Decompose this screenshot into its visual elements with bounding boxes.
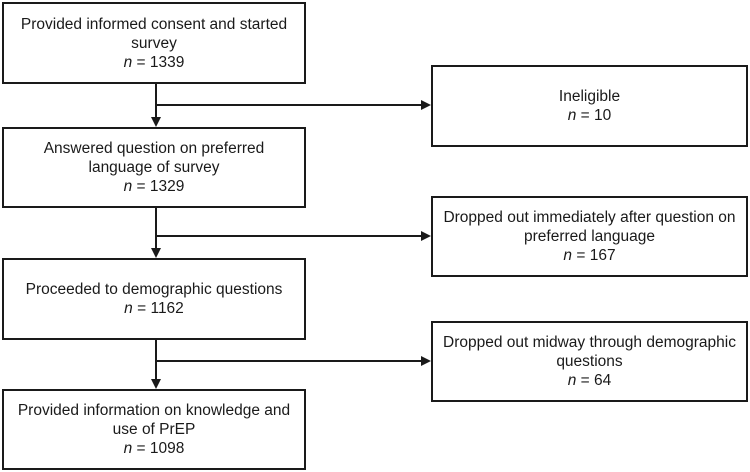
- flow-box-demographic: Proceeded to demographic questions n = 1…: [2, 258, 306, 340]
- exclusion-box-label: Dropped out midway through demographic q…: [443, 334, 736, 370]
- flow-box-count: n = 1162: [124, 300, 184, 317]
- flow-box-label: Provided information on knowledge and us…: [17, 402, 291, 438]
- exclusion-box-count: n = 64: [567, 372, 612, 389]
- flow-box-count: n = 1339: [123, 53, 185, 71]
- exclusion-box-dropped-demographic: Dropped out midway through demographic q…: [431, 321, 748, 402]
- exclusion-box-count: n = 10: [567, 107, 612, 124]
- flow-box-label: Proceeded to demographic questions: [25, 281, 283, 298]
- exclusion-box-label: Dropped out immediately after question o…: [443, 209, 736, 245]
- exclusion-box-count: n = 167: [563, 247, 616, 264]
- flow-box-count: n = 1098: [123, 440, 185, 457]
- exclusion-box-label: Ineligible: [558, 88, 621, 105]
- exclusion-box-ineligible: Ineligible n = 10: [431, 65, 748, 147]
- flow-box-started-survey: Provided informed consent and started su…: [2, 2, 306, 84]
- exclusion-box-dropped-language: Dropped out immediately after question o…: [431, 196, 748, 277]
- flow-box-label: Provided informed consent and started su…: [20, 15, 288, 52]
- flow-box-label: Answered question on preferred language …: [43, 140, 265, 176]
- flow-box-prep-info: Provided information on knowledge and us…: [2, 389, 306, 470]
- flow-box-answered-language: Answered question on preferred language …: [2, 127, 306, 208]
- flow-box-count: n = 1329: [123, 178, 185, 195]
